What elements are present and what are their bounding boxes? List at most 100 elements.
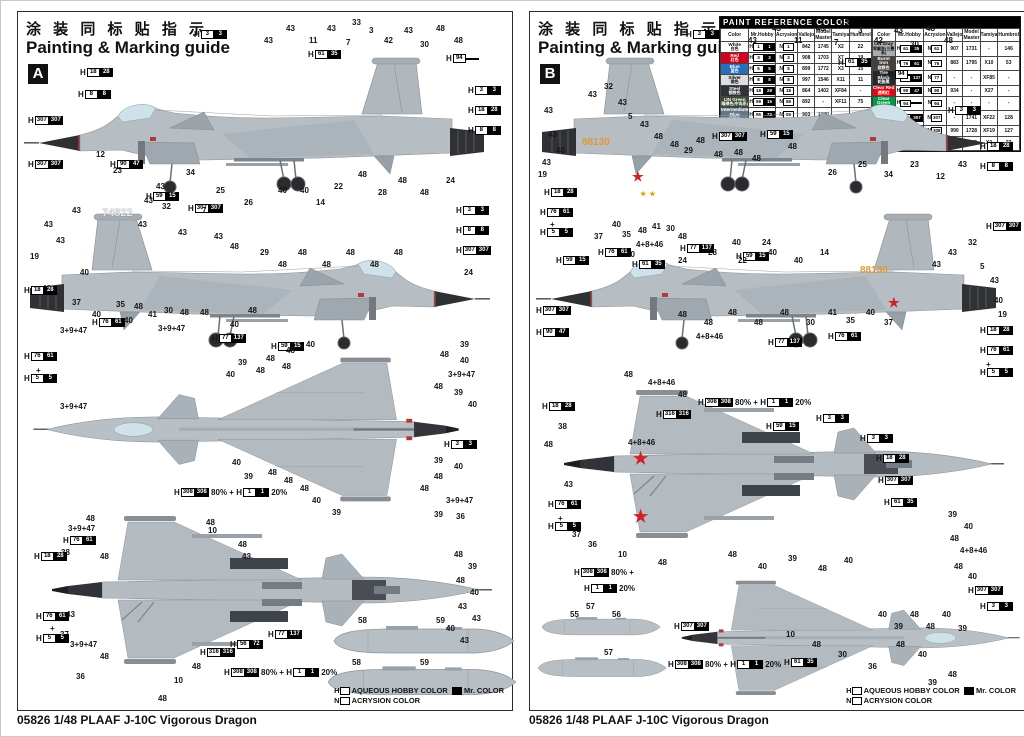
star-insignia: ★ [633,449,649,468]
callout-label: 41 [652,222,661,231]
paint-table-header: Color [871,28,896,42]
callout-label: 48 [370,260,379,269]
callout-label: 30 [666,224,675,233]
callout-label: 55 [570,610,579,619]
callout-label: 14 [316,198,325,207]
callout-label: 43 [958,160,967,169]
callout-label: 30 [420,40,429,49]
callout-label: 48 [948,670,957,679]
callout-label: 39 [332,508,341,517]
callout-label: 48 [440,350,449,359]
callout-label: 48 [420,188,429,197]
callout-label: 58 [352,658,361,667]
callout-label: 43 [748,36,757,45]
panel-a-title-cn: 涂 装 同 标 贴 指 示 [26,21,209,38]
paint-table-header: Acrysion [923,28,947,42]
callout-label: 48 [300,484,309,493]
callout-label: 35 [116,300,125,309]
callout-label: 10 [208,526,217,535]
callout-label: 39 [434,456,443,465]
callout-label: 43 [816,24,825,33]
callout-label: 4+8+46 [636,240,664,249]
callout-label: 48 [192,662,201,671]
paint-table-header: Tamiya [979,28,999,42]
callout-label: 40 [232,458,241,467]
panel-a-badge: A [28,64,48,84]
callout-label: 48 [926,24,935,33]
callout-label: 39 [244,472,253,481]
callout-label: 48 [456,576,465,585]
panel-a-footer: 05826 1/48 PLAAF J-10C Vigorous Dragon [17,713,257,727]
callout-label: 48 [134,302,143,311]
callout-label: 59 [420,658,429,667]
callout-label: + [50,624,55,633]
callout-label: 32 [968,238,977,247]
callout-label: 40 [942,610,951,619]
callout-label: 48 [624,370,633,379]
callout-label: 48 [200,308,209,317]
panel-b-badge: B [540,64,560,84]
callout-label: 30 [164,306,173,315]
callout-label: 48 [896,640,905,649]
callout-label: 43 [990,276,999,285]
callout-label: 40 [878,610,887,619]
callout-label: 4+8+46 [696,332,724,341]
callout-label: 43 [242,552,251,561]
side-view-right-aircraft [534,208,1004,358]
callout-label: 36 [456,512,465,521]
callout-label: 48 [670,140,679,149]
paint-table-header: Model Master [962,28,981,42]
panel-b-title-en: Painting & Marking guide [538,38,743,57]
callout-label: 39 [468,562,477,571]
callout-label: 37 [72,298,81,307]
callout-label: 48 [158,694,167,703]
callout-label: 39 [928,678,937,687]
callout-label: 34 [884,170,893,179]
callout-label: 32 [604,82,613,91]
